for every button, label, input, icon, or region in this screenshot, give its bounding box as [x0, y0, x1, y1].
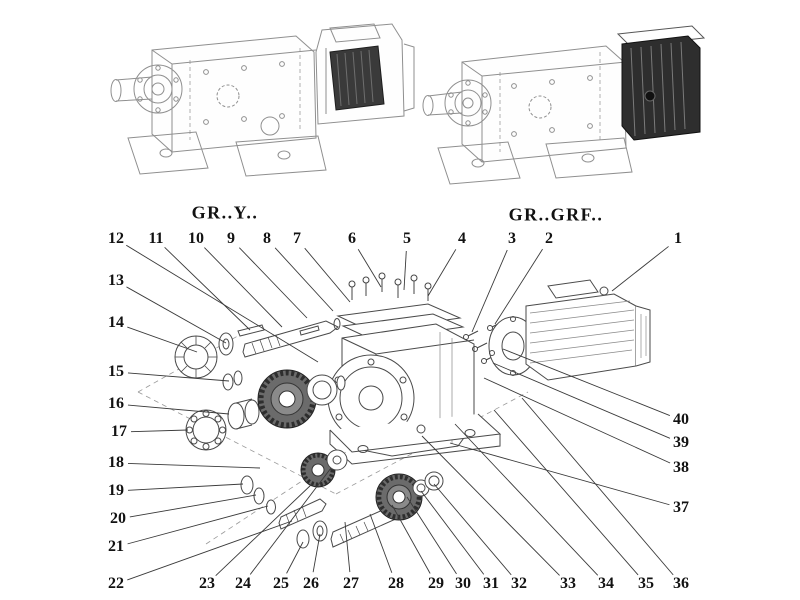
exploded-assembly [137, 272, 651, 549]
part-number-19: 19 [106, 482, 126, 499]
part-number-28: 28 [386, 575, 406, 592]
part-number-14: 14 [106, 314, 126, 331]
part-number-18: 18 [106, 454, 126, 471]
fan-cowl [635, 305, 651, 367]
part-number-2: 2 [543, 230, 555, 247]
part-number-20: 20 [108, 510, 128, 527]
machine-drawing-gr-y [110, 23, 415, 177]
part-number-23: 23 [197, 575, 217, 592]
part-number-38: 38 [671, 459, 691, 476]
part-number-6: 6 [346, 230, 358, 247]
part-number-15: 15 [106, 363, 126, 380]
part-number-36: 36 [671, 575, 691, 592]
part-number-33: 33 [558, 575, 578, 592]
part-number-40: 40 [671, 411, 691, 428]
part-number-16: 16 [106, 395, 126, 412]
part-number-30: 30 [453, 575, 473, 592]
part-number-25: 25 [271, 575, 291, 592]
part-number-3: 3 [506, 230, 518, 247]
part-number-21: 21 [106, 538, 126, 555]
part-number-34: 34 [596, 575, 616, 592]
part-number-5: 5 [401, 230, 413, 247]
part-number-11: 11 [146, 230, 166, 247]
part-number-8: 8 [261, 230, 273, 247]
part-number-37: 37 [671, 499, 691, 516]
part-number-32: 32 [509, 575, 529, 592]
part-number-27: 27 [341, 575, 361, 592]
part-number-24: 24 [233, 575, 253, 592]
part-number-31: 31 [481, 575, 501, 592]
part-number-39: 39 [671, 434, 691, 451]
motor [488, 279, 651, 381]
part-number-10: 10 [186, 230, 206, 247]
part-number-12: 12 [106, 230, 126, 247]
part-number-26: 26 [301, 575, 321, 592]
gear-housing [327, 323, 502, 465]
lifting-eyebolt [599, 286, 609, 296]
model-label-gr-y: GR..Y.. [191, 202, 259, 223]
part-number-7: 7 [291, 230, 303, 247]
part-number-13: 13 [106, 272, 126, 289]
machine-drawing-gr-grf [422, 25, 706, 185]
part-number-1: 1 [672, 230, 684, 247]
model-label-gr-grf: GR..GRF.. [508, 204, 604, 225]
cover-bolts [348, 272, 432, 301]
part-number-35: 35 [636, 575, 656, 592]
intermediate-gears [240, 449, 348, 530]
first-stage-gear-and-bearings [185, 369, 346, 451]
part-number-17: 17 [109, 423, 129, 440]
part-number-4: 4 [456, 230, 468, 247]
part-number-29: 29 [426, 575, 446, 592]
part-number-9: 9 [225, 230, 237, 247]
drain-plug [416, 424, 426, 434]
part-number-22: 22 [106, 575, 126, 592]
terminal-box [547, 279, 599, 299]
